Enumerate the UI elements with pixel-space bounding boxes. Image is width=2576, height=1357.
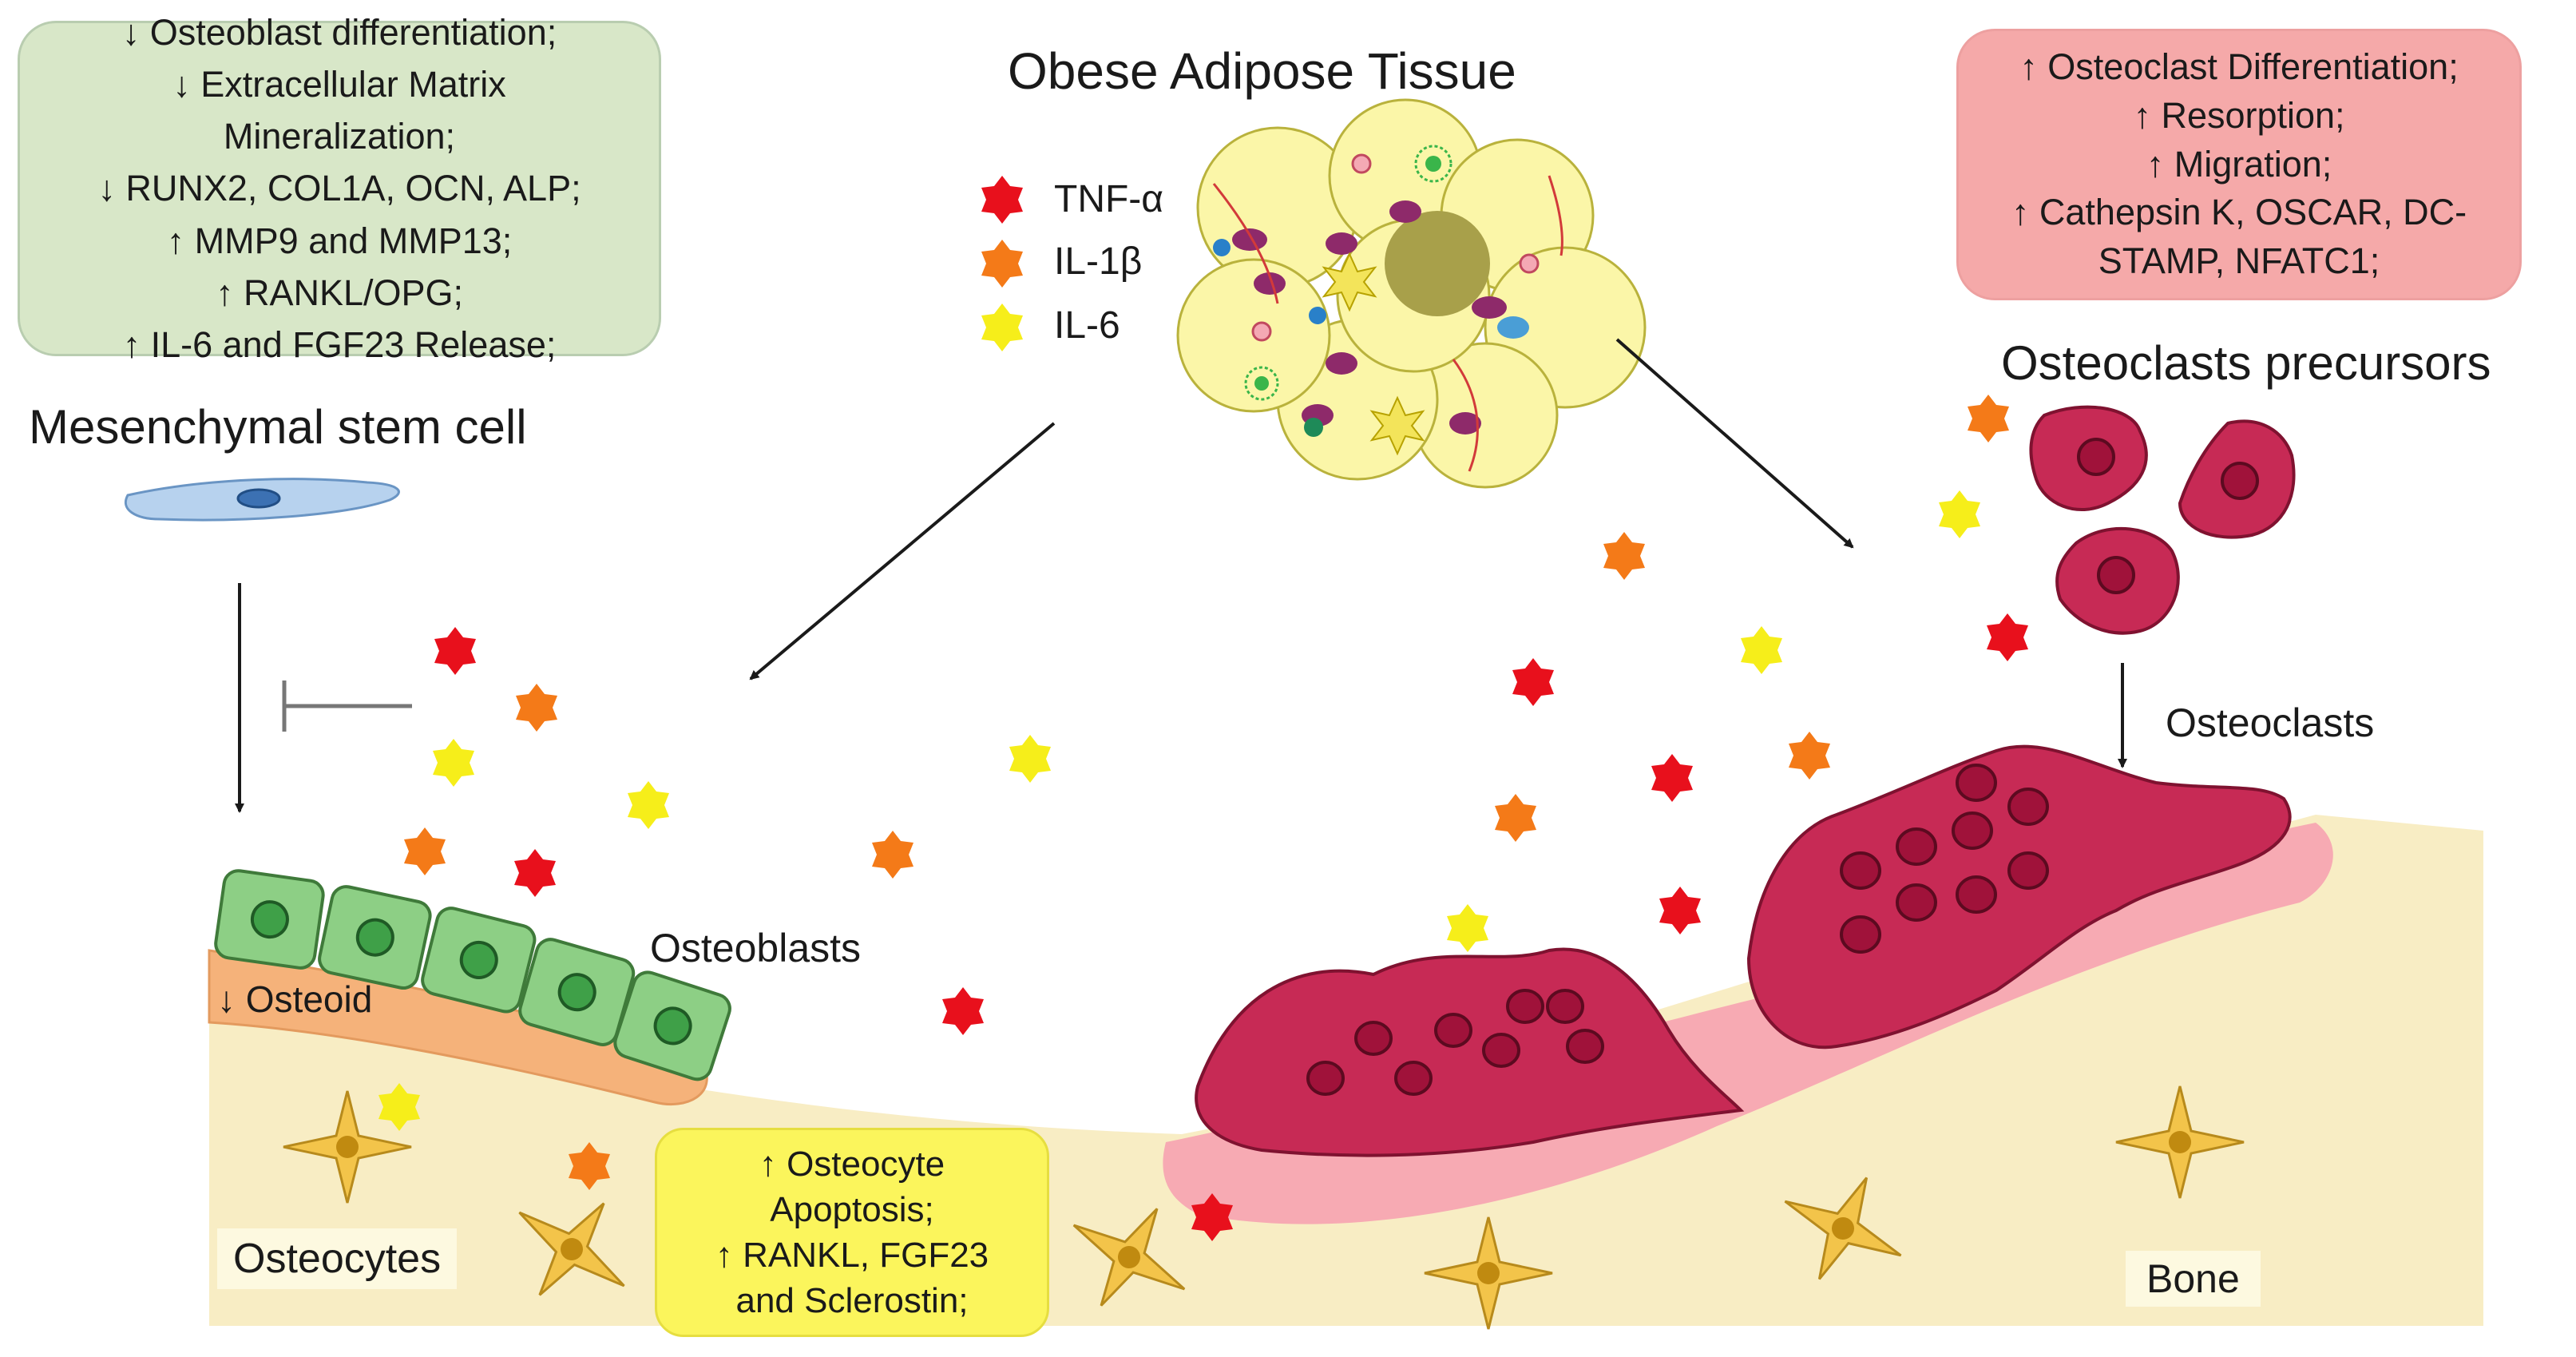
effect-line: ↑ IL-6 and FGF23 Release; (122, 324, 557, 366)
osteoclast-precursors (2029, 405, 2296, 635)
effect-line: ↑ Resorption; (2133, 94, 2345, 136)
osteocyte-cell (1424, 1216, 1553, 1330)
legend-tnf-marker (981, 176, 1023, 224)
adipose-to-osteoclast-arrow (1615, 338, 1854, 549)
legend-il6-label: IL-6 (1054, 304, 1120, 347)
osteocyte-cell (2115, 1085, 2245, 1199)
osteoblast-cell (214, 869, 325, 970)
effect-line: ↓ Osteoblast differentiation; (121, 11, 557, 53)
effect-line: ↑ RANKL/OPG; (215, 272, 464, 313)
effect-line: ↑ Osteoclast Differentiation; (2019, 46, 2459, 88)
effect-line: ↓ RUNX2, COL1A, OCN, ALP; (97, 168, 581, 209)
il-6-marker (628, 781, 669, 829)
tnf-alpha-marker (434, 627, 476, 675)
osteoclast-effects-box: ↑ Osteoclast Differentiation; ↑ Resorpti… (1956, 29, 2522, 300)
tnf-alpha-marker (1191, 1193, 1233, 1241)
il-1-beta-marker (1789, 732, 1830, 780)
il-6-marker (433, 739, 474, 787)
il-6-marker (1741, 626, 1782, 674)
il-1-beta-marker (1495, 794, 1536, 842)
osteoblast-cell (421, 907, 537, 1014)
tnf-alpha-marker (514, 849, 556, 897)
osteocyte-cell (283, 1090, 412, 1204)
effect-line: ↓ Extracellular Matrix (172, 63, 506, 105)
osteocyte-cell (518, 1202, 625, 1296)
osteoblast-cell (613, 970, 731, 1081)
osteoblast-cell (518, 938, 636, 1046)
il-1-beta-marker (569, 1142, 610, 1190)
legend-il1-label: IL-1β (1054, 240, 1143, 283)
il-1-beta-marker (516, 684, 557, 732)
effect-line: STAMP, NFATC1; (2098, 240, 2380, 282)
osteoclast-cell-right (1746, 744, 2292, 1049)
adipose-tissue-cluster (1176, 98, 1647, 489)
il-1-beta-marker (1603, 532, 1645, 580)
osteoblast-chain (214, 869, 731, 1081)
il-6-marker (1447, 904, 1488, 952)
tnf-alpha-marker (1651, 754, 1693, 802)
legend-tnf-label: TNF-α (1054, 178, 1164, 220)
osteoblast-cell (318, 885, 432, 990)
effect-line: ↑ MMP9 and MMP13; (166, 220, 513, 261)
osteocytes-label: Osteocytes (217, 1228, 458, 1289)
effect-line: ↑ Migration; (2146, 143, 2332, 185)
mesenchymal-stem-cell (125, 478, 400, 522)
osteoclasts-label: Osteoclasts (2166, 700, 2375, 745)
effect-line: ↑ Cathepsin K, OSCAR, DC- (2011, 192, 2467, 233)
il-1-beta-marker (404, 827, 446, 875)
il-6-marker (1939, 490, 1980, 538)
effect-line: and Sclerostin; (735, 1281, 969, 1321)
osteocyte-effects-box: ↑ Osteocyte Apoptosis; ↑ RANKL, FGF23 an… (655, 1128, 1049, 1337)
tnf-alpha-marker (1512, 658, 1554, 706)
tnf-alpha-marker (1659, 887, 1701, 934)
il-1-beta-marker (1968, 395, 2009, 442)
osteocyte-cell (1072, 1208, 1186, 1307)
effect-line: ↑ Osteocyte (759, 1144, 945, 1184)
effect-line: Mineralization; (223, 116, 456, 157)
osteoblast-effects-box: ↓ Osteoblast differentiation; ↓ Extracel… (18, 12, 661, 365)
msc-label: Mesenchymal stem cell (29, 400, 527, 454)
tnf-alpha-marker (1987, 613, 2028, 661)
osteoblasts-label: Osteoblasts (650, 926, 862, 970)
adipose-to-osteoblast-arrow (749, 422, 1056, 680)
legend-il6-marker (981, 304, 1023, 351)
osteoclast-cell-left (1195, 947, 1745, 1157)
cytokine-markers (378, 176, 2028, 1241)
tnf-alpha-marker (942, 987, 984, 1035)
effect-line: ↑ RANKL, FGF23 (715, 1236, 989, 1275)
diagram-title: Obese Adipose Tissue (1008, 42, 1516, 100)
il-1-beta-marker (872, 831, 913, 879)
bone-label: Bone (2126, 1251, 2261, 1307)
il-6-marker (378, 1083, 420, 1131)
osteocyte-cell (1784, 1176, 1902, 1280)
inhibition-symbol (282, 680, 412, 732)
legend-il1-marker (981, 240, 1023, 288)
effect-line: Apoptosis; (770, 1189, 934, 1229)
osteoclast-precursors-label: Osteoclasts precursors (2001, 336, 2491, 390)
osteoid-label: ↓ Osteoid (217, 978, 373, 1020)
il-6-marker (1009, 735, 1051, 783)
